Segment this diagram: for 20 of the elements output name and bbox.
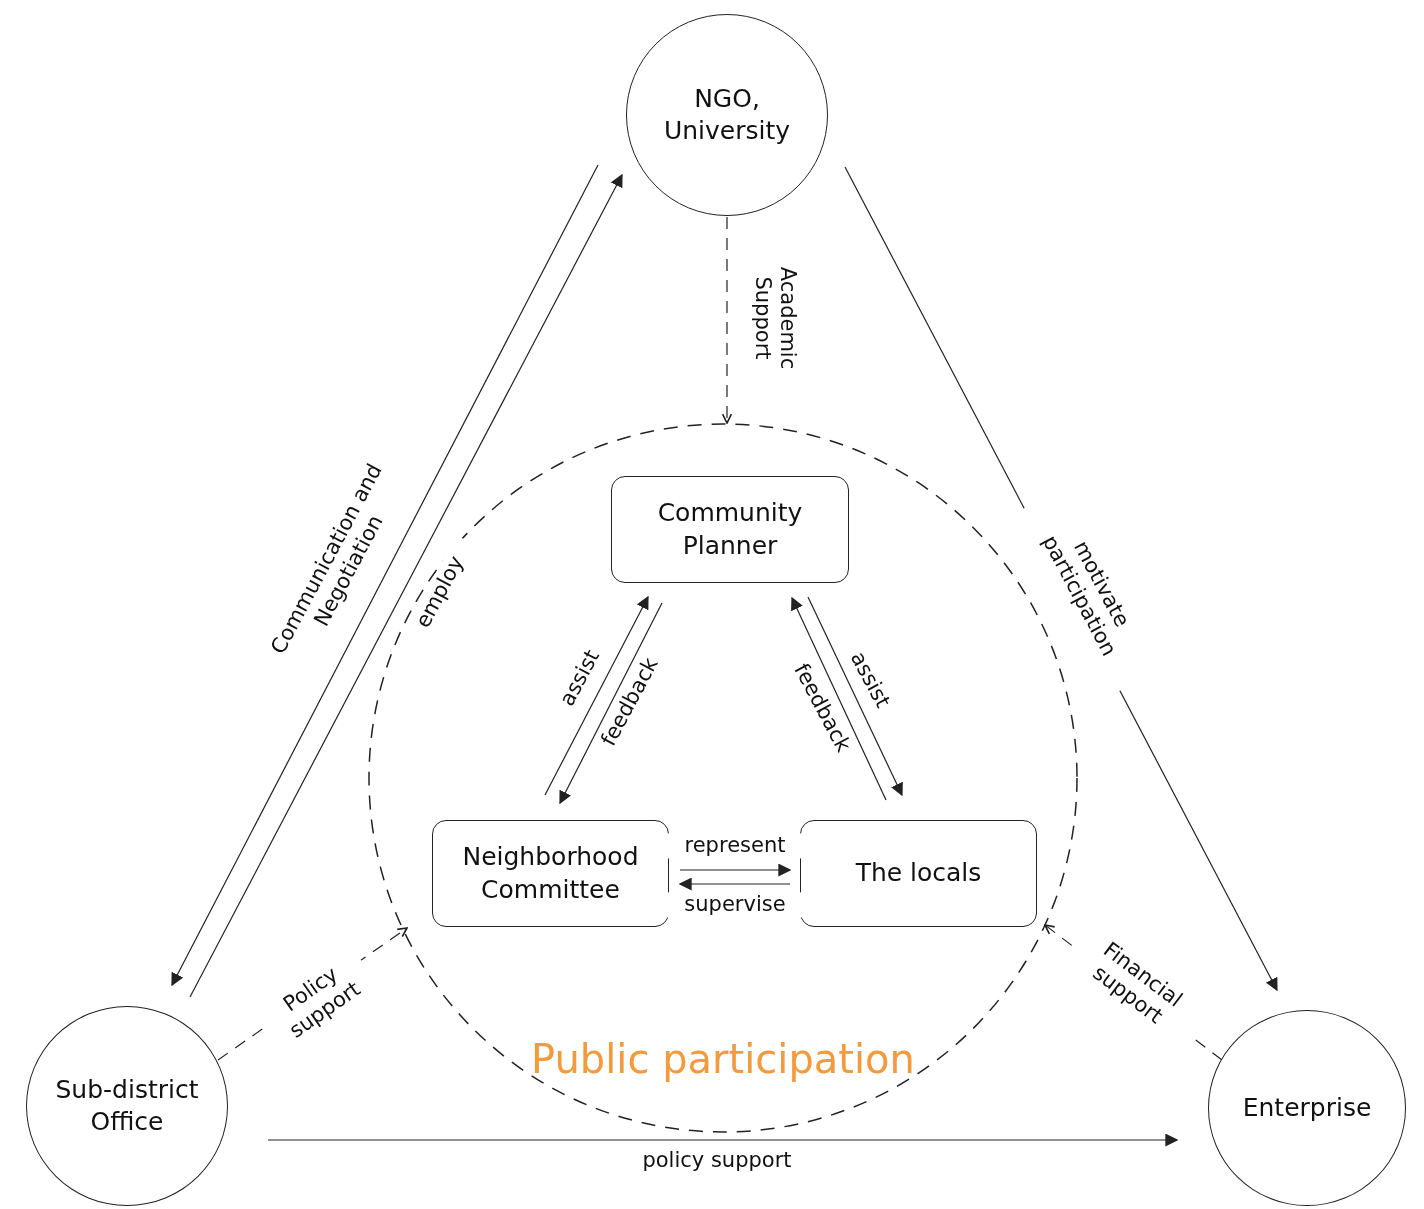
process-box: [800, 820, 1037, 927]
node-label: NGO, University: [662, 82, 792, 147]
node-label: Enterprise: [1242, 1091, 1372, 1124]
node-label: Neighborhood Committee: [461, 841, 640, 906]
arrow: [559, 602, 663, 805]
arrow: [807, 596, 903, 797]
node-label: Community Planner: [656, 497, 804, 562]
edge-label: supervise: [667, 892, 803, 918]
edge-label: represent: [667, 833, 803, 859]
arrow: [791, 596, 887, 801]
process-box: [611, 476, 849, 583]
arrow: [544, 595, 649, 796]
arrow: [721, 216, 733, 424]
arrow: [679, 863, 792, 877]
process-box: [432, 820, 669, 927]
arrow: [678, 877, 791, 891]
arrow: [267, 1133, 1179, 1147]
node-label: Sub-district Office: [54, 1073, 200, 1138]
group-title: Public participation: [531, 1035, 915, 1084]
node-label: The locals: [855, 857, 982, 890]
